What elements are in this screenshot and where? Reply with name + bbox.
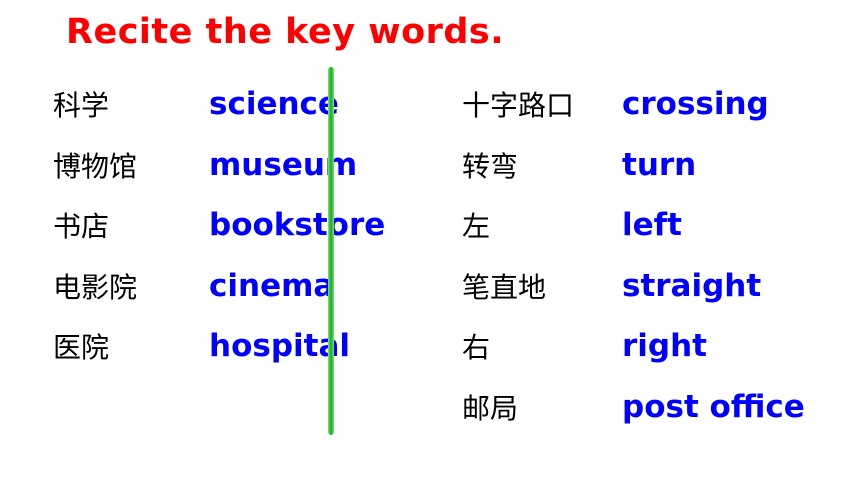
english-word: museum <box>209 146 358 183</box>
english-word: hospital <box>209 328 350 364</box>
english-word: cinema <box>209 267 335 304</box>
chinese-word: 转弯 <box>462 149 519 183</box>
english-word: left <box>622 207 682 243</box>
english-word: bookstore <box>209 207 386 243</box>
chinese-word: 电影院 <box>53 270 138 304</box>
english-word: turn <box>622 146 697 183</box>
chinese-word: 右 <box>462 331 491 364</box>
english-word: straight <box>622 267 762 304</box>
chinese-word: 博物馆 <box>53 149 138 183</box>
english-word: post office <box>622 388 805 425</box>
english-word: science <box>209 86 339 122</box>
chinese-word: 邮局 <box>462 391 519 425</box>
page-title: Recite the key words. <box>66 12 505 52</box>
chinese-word: 左 <box>462 210 491 243</box>
green-divider-line <box>328 67 334 435</box>
chinese-word: 笔直地 <box>462 270 547 304</box>
english-word: right <box>622 328 707 364</box>
chinese-word: 医院 <box>53 331 110 364</box>
english-word: crossing <box>622 86 769 122</box>
chinese-word: 十字路口 <box>462 89 575 122</box>
chinese-word: 科学 <box>53 89 110 122</box>
chinese-word: 书店 <box>53 210 110 243</box>
